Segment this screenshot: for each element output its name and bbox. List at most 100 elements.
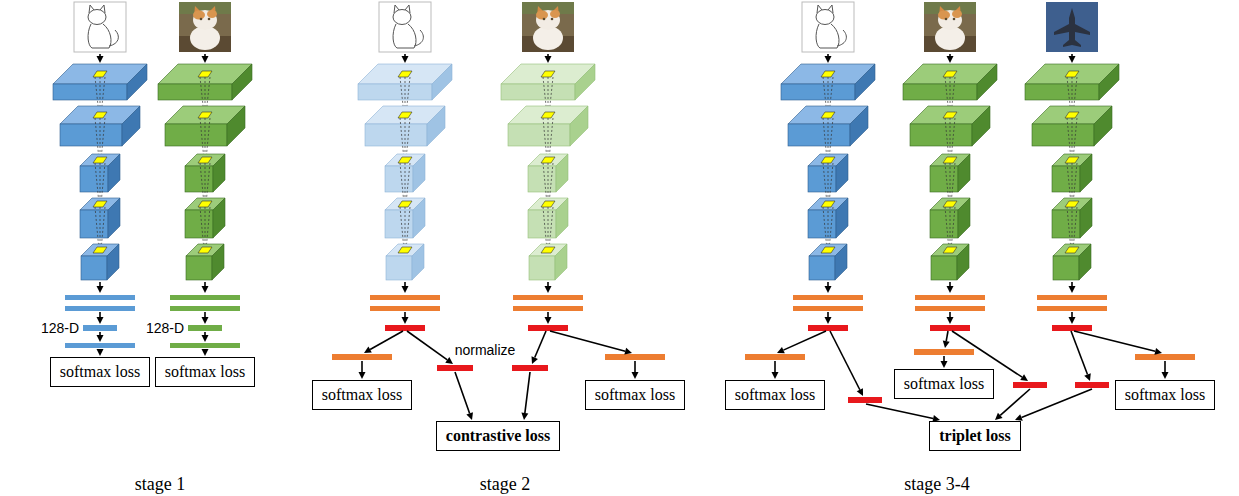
conv-layer-side bbox=[958, 198, 970, 238]
arrow-line bbox=[99, 282, 101, 286]
fc-layer bbox=[65, 295, 135, 300]
conv-layer-front bbox=[528, 166, 556, 192]
normalized-feature bbox=[1013, 382, 1047, 388]
embedding-layer bbox=[528, 325, 568, 331]
arrow-head bbox=[402, 56, 409, 63]
fc-layer bbox=[915, 306, 985, 311]
loss-box: softmax loss bbox=[894, 369, 994, 399]
arrow-head bbox=[1069, 286, 1076, 293]
kernel-projection bbox=[101, 207, 105, 250]
fc-layer bbox=[370, 295, 440, 300]
fc-layer bbox=[745, 354, 805, 360]
conv-layer-side bbox=[836, 198, 848, 238]
arrow-line bbox=[949, 312, 951, 317]
conv-layer-side bbox=[1099, 64, 1119, 100]
sketch-cat bbox=[109, 30, 118, 46]
conv-kernel bbox=[1065, 157, 1079, 163]
arrow-head bbox=[402, 286, 409, 293]
sketch-image bbox=[74, 2, 126, 52]
conv-kernel bbox=[398, 157, 412, 163]
conv-layer-front bbox=[903, 84, 977, 100]
conv-kernel bbox=[198, 112, 212, 118]
arrow-head bbox=[941, 361, 948, 368]
plane-image bbox=[1046, 2, 1098, 52]
conv-layer-front bbox=[1053, 256, 1079, 280]
conv-kernel bbox=[821, 71, 835, 77]
conv-layer-front bbox=[385, 210, 413, 238]
loss-box: softmax loss bbox=[585, 380, 685, 410]
conv-layer-side bbox=[107, 244, 119, 280]
arrow-line bbox=[204, 54, 206, 56]
conv-kernel bbox=[198, 201, 212, 207]
conv-kernel bbox=[93, 112, 107, 118]
arrow-line bbox=[550, 331, 625, 351]
conv-kernel bbox=[93, 71, 107, 77]
loss-box: softmax loss bbox=[1115, 380, 1215, 410]
conv-layer-side bbox=[1079, 244, 1091, 280]
fc-layer bbox=[370, 306, 440, 311]
conv-kernel bbox=[943, 201, 957, 207]
photo-cat bbox=[208, 18, 211, 21]
arrow-head bbox=[857, 388, 863, 396]
photo-cat bbox=[193, 11, 205, 20]
photo-cat bbox=[193, 10, 217, 30]
loss-label: softmax loss bbox=[904, 374, 984, 394]
arrow-line bbox=[547, 54, 549, 56]
fc-layer bbox=[170, 295, 240, 300]
sketch-image bbox=[802, 2, 854, 52]
conv-layer-front bbox=[528, 210, 556, 238]
conv-kernel bbox=[541, 71, 555, 77]
photo-cat bbox=[543, 18, 546, 21]
arrow-head bbox=[97, 317, 104, 324]
arrow-head bbox=[466, 412, 473, 420]
conv-layer-side bbox=[570, 106, 588, 146]
conv-layer-side bbox=[1080, 154, 1092, 192]
arrow-line bbox=[525, 372, 530, 413]
fc-layer bbox=[513, 295, 583, 300]
arrow-line bbox=[455, 372, 470, 413]
arrow-head bbox=[947, 317, 954, 324]
conv-layer-side bbox=[977, 64, 997, 100]
arrow-line bbox=[946, 331, 948, 341]
arrow-line bbox=[949, 282, 951, 286]
photo-cat bbox=[938, 10, 962, 30]
dimension-label: 128-D bbox=[144, 320, 186, 336]
fc-layer bbox=[1037, 295, 1107, 300]
sketch-cat bbox=[394, 5, 399, 13]
kernel-projection bbox=[829, 207, 833, 250]
sketch-image bbox=[379, 2, 431, 52]
conv-kernel bbox=[541, 201, 555, 207]
conv-kernel bbox=[93, 201, 107, 207]
sketch-cat bbox=[88, 10, 106, 25]
sketch-cat bbox=[837, 30, 846, 46]
conv-layer-front bbox=[60, 124, 122, 146]
arrow-head bbox=[772, 372, 779, 379]
fc-layer bbox=[793, 306, 863, 311]
conv-layer-front bbox=[158, 84, 232, 100]
arrow-head bbox=[364, 347, 372, 353]
conv-layer-side bbox=[413, 154, 425, 192]
arrow-line bbox=[827, 54, 829, 56]
loss-box: softmax loss bbox=[50, 357, 150, 387]
operation-label: normalize bbox=[453, 342, 518, 358]
arrow-head bbox=[97, 56, 104, 63]
arrow-line bbox=[99, 312, 101, 317]
arrow-line bbox=[827, 282, 829, 286]
photo-cat bbox=[953, 18, 956, 21]
embedding-layer bbox=[385, 325, 425, 331]
conv-kernel bbox=[943, 112, 957, 118]
conv-layer-side bbox=[1094, 106, 1112, 146]
fc-layer bbox=[793, 295, 863, 300]
fc-layer bbox=[513, 306, 583, 311]
embedding-layer bbox=[930, 325, 970, 331]
conv-kernel bbox=[398, 112, 412, 118]
conv-kernel bbox=[198, 157, 212, 163]
conv-kernel bbox=[541, 112, 555, 118]
conv-layer-side bbox=[212, 244, 224, 280]
arrow-head bbox=[202, 335, 209, 342]
arrow-head bbox=[402, 317, 409, 324]
embedding-layer bbox=[83, 325, 117, 331]
sketch-cat bbox=[89, 5, 94, 13]
arrow-head bbox=[532, 356, 538, 364]
